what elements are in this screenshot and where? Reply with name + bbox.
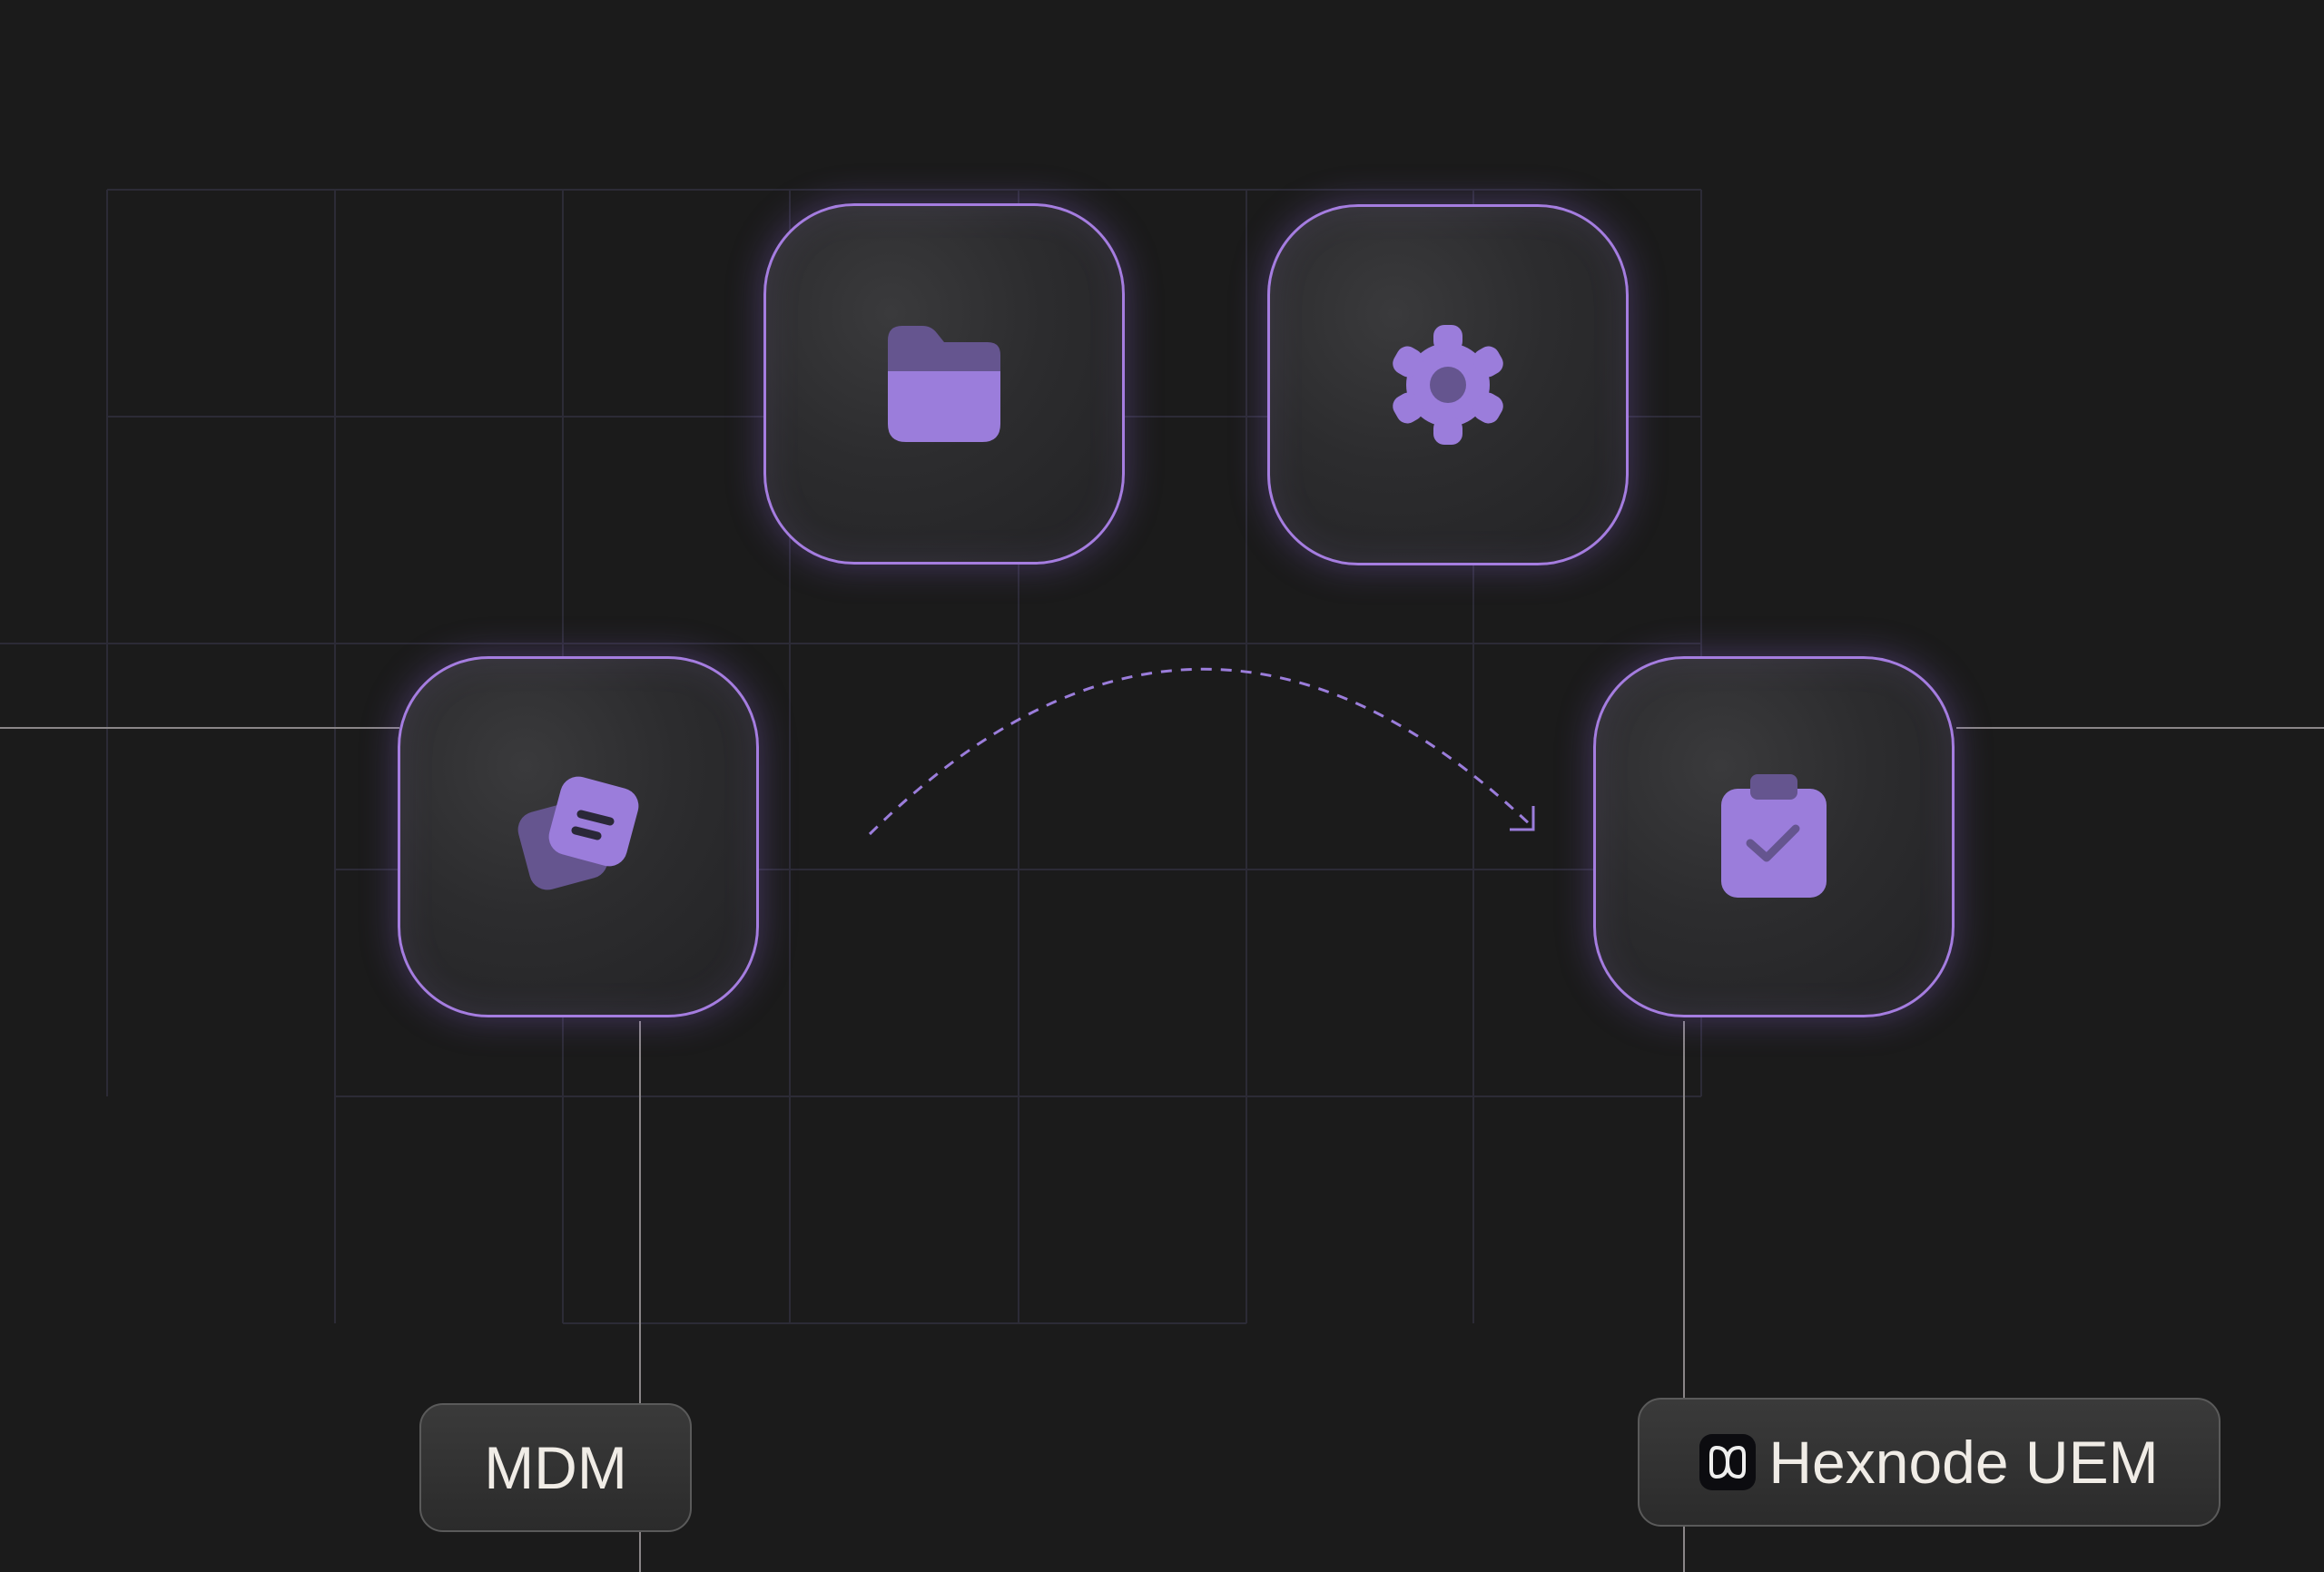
mdm-label-text: MDM — [484, 1434, 627, 1501]
notes-card[interactable] — [398, 656, 759, 1017]
mdm-label: MDM — [419, 1403, 692, 1532]
notes-icon — [517, 776, 639, 890]
folder-icon — [888, 326, 1000, 442]
folder-card[interactable] — [763, 203, 1125, 565]
clipboard-card[interactable] — [1593, 656, 1955, 1017]
hexnode-uem-label: Hexnode UEM — [1638, 1398, 2221, 1527]
gear-card[interactable] — [1267, 204, 1629, 565]
gear-icon — [1388, 325, 1508, 445]
clipboard-check-icon — [1721, 774, 1827, 898]
hexnode-logo-icon — [1699, 1434, 1757, 1490]
hexnode-uem-label-text: Hexnode UEM — [1768, 1429, 2159, 1496]
dashed-arc-arrow — [868, 667, 1535, 836]
